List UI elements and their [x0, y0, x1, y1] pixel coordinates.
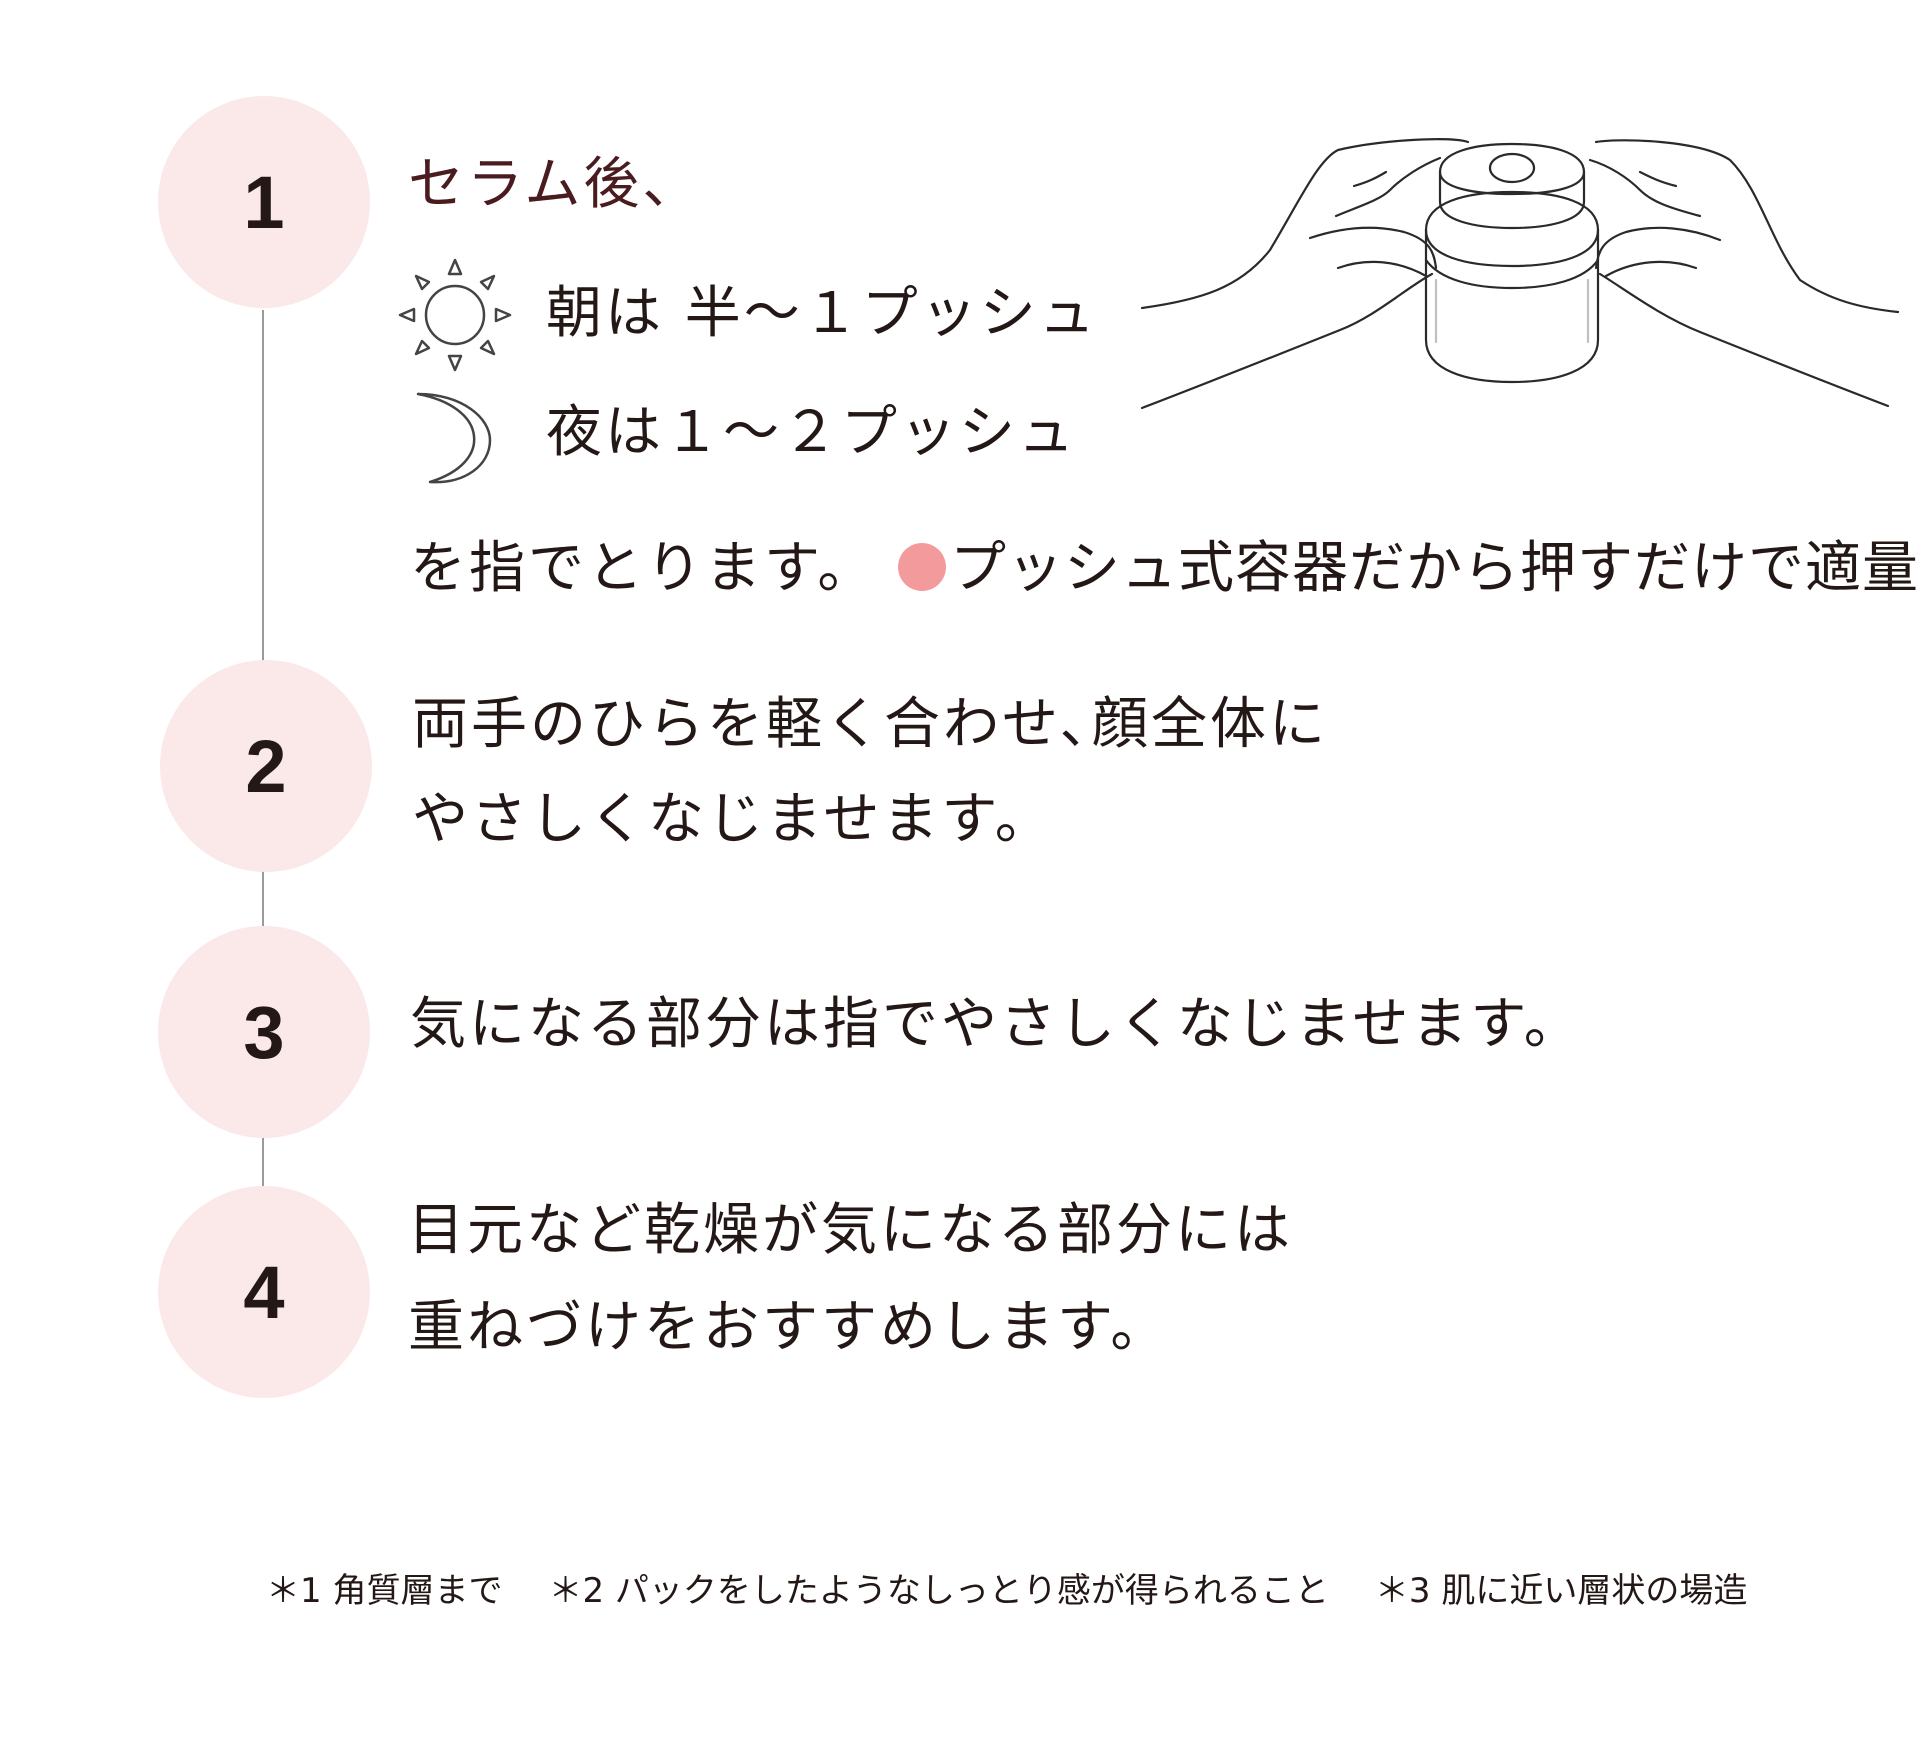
footnote-1: ＊1 角質層まで — [266, 1571, 503, 1611]
timeline-line-2-3 — [262, 870, 264, 928]
step-1-note: プッシュ式容器だから押すだけで適量! — [898, 541, 1920, 597]
step-3-number: 3 — [243, 990, 285, 1074]
step-2-circle: 2 — [160, 660, 372, 872]
step-1-intro: セラム後、 — [408, 152, 702, 217]
step-1-number: 1 — [243, 160, 285, 244]
step-4-circle: 4 — [158, 1186, 370, 1398]
step-2-number: 2 — [245, 724, 287, 808]
step-1-circle: 1 — [158, 96, 370, 308]
sun-icon — [398, 258, 512, 372]
step-3-line-1: 気になる部分は指でやさしくなじませます。 — [410, 992, 1583, 1057]
bullet-dot — [898, 543, 946, 591]
footnote-3: ＊3 肌に近い層状の場造 — [1374, 1571, 1748, 1611]
step-2-line-2: やさしくなじませます。 — [412, 787, 1054, 852]
step-2-line-1: 両手のひらを軽く合わせ､顔全体に — [412, 692, 1328, 757]
step-4-line-2: 重ねづけをおすすめします。 — [408, 1295, 1170, 1360]
step-1-note-text: プッシュ式容器だから押すだけで適量! — [950, 536, 1920, 601]
hands-holding-jar-illustration — [1140, 138, 1900, 410]
step-4-line-1: 目元など乾燥が気になる部分には — [408, 1198, 1293, 1263]
step-1-morning: 朝は 半～１プッシュ — [546, 281, 1098, 346]
timeline-line-3-4 — [262, 1136, 264, 1190]
moon-icon — [416, 392, 492, 484]
timeline-line-1-2 — [262, 310, 264, 664]
step-1-night: 夜は１～２プッシュ — [546, 400, 1077, 465]
step-3-circle: 3 — [158, 926, 370, 1138]
footnote-2: ＊2 パックをしたようなしっとり感が得られること — [548, 1571, 1329, 1611]
footnotes: ＊1 角質層まで ＊2 パックをしたようなしっとり感が得られること ＊3 肌に近い層… — [266, 1574, 1793, 1608]
step-4-number: 4 — [243, 1250, 285, 1334]
step-1-take: を指でとります。 — [410, 536, 877, 601]
